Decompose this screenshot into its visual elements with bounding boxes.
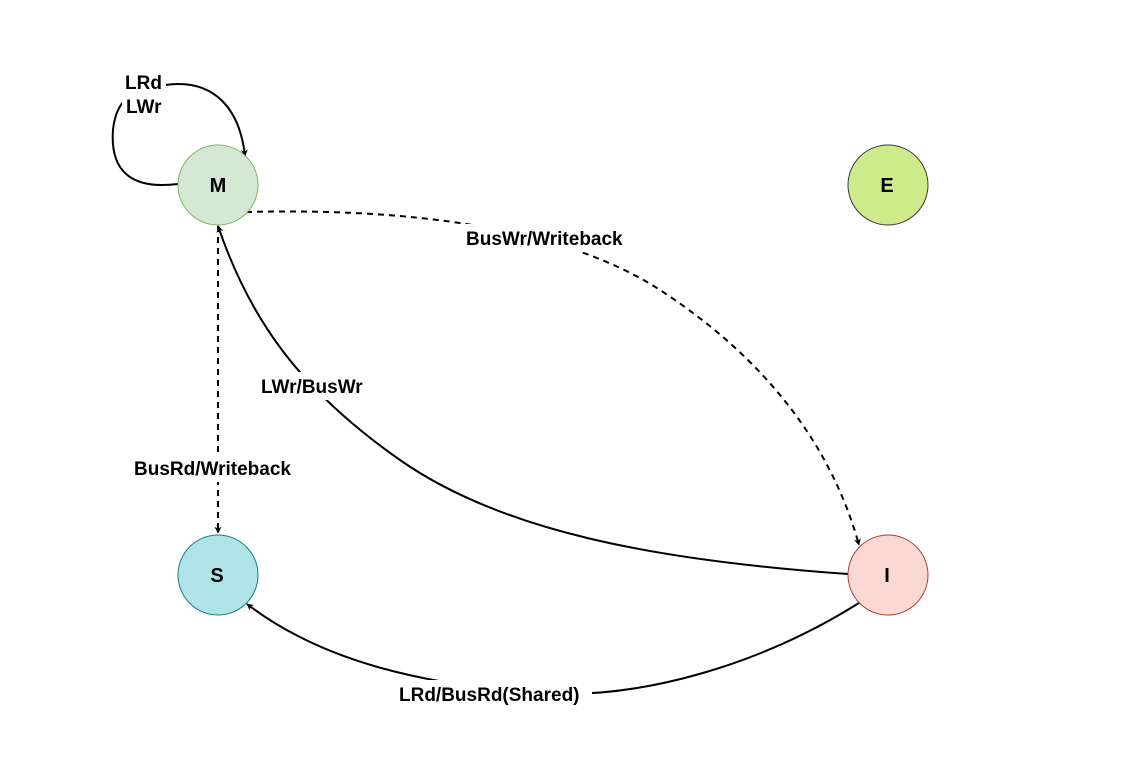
label-m-to-i: BusWr/Writeback xyxy=(462,224,634,252)
state-i-label: I xyxy=(884,565,890,587)
label-m-self-loop-line-1: LRd xyxy=(125,73,162,94)
state-e-circle[interactable] xyxy=(847,144,929,226)
label-i-to-s-text: LRd/BusRd(Shared) xyxy=(399,685,580,706)
state-m-circle[interactable] xyxy=(177,144,259,226)
state-e[interactable]: E xyxy=(847,144,929,226)
label-m-to-i-text: BusWr/Writeback xyxy=(466,229,623,250)
label-m-to-s: BusRd/Writeback xyxy=(131,454,303,482)
state-m[interactable]: M xyxy=(177,144,259,226)
state-m-label: M xyxy=(210,175,227,197)
label-m-self-loop-line-2: LWr xyxy=(126,97,162,118)
state-s-label: S xyxy=(210,565,223,587)
label-m-to-s-text: BusRd/Writeback xyxy=(134,459,291,480)
label-i-to-m-text: LWr/BusWr xyxy=(261,377,363,398)
state-i-circle[interactable] xyxy=(847,534,929,616)
edge-i-to-m xyxy=(216,225,849,575)
state-s-circle[interactable] xyxy=(177,534,259,616)
state-s[interactable]: S xyxy=(177,534,259,616)
state-i[interactable]: I xyxy=(847,534,929,616)
label-m-self-loop: LRd LWr xyxy=(122,70,166,120)
label-i-to-m: LWr/BusWr xyxy=(258,372,372,400)
state-e-label: E xyxy=(880,175,893,197)
edge-m-to-i xyxy=(245,210,861,546)
label-i-to-s: LRd/BusRd(Shared) xyxy=(396,680,592,708)
